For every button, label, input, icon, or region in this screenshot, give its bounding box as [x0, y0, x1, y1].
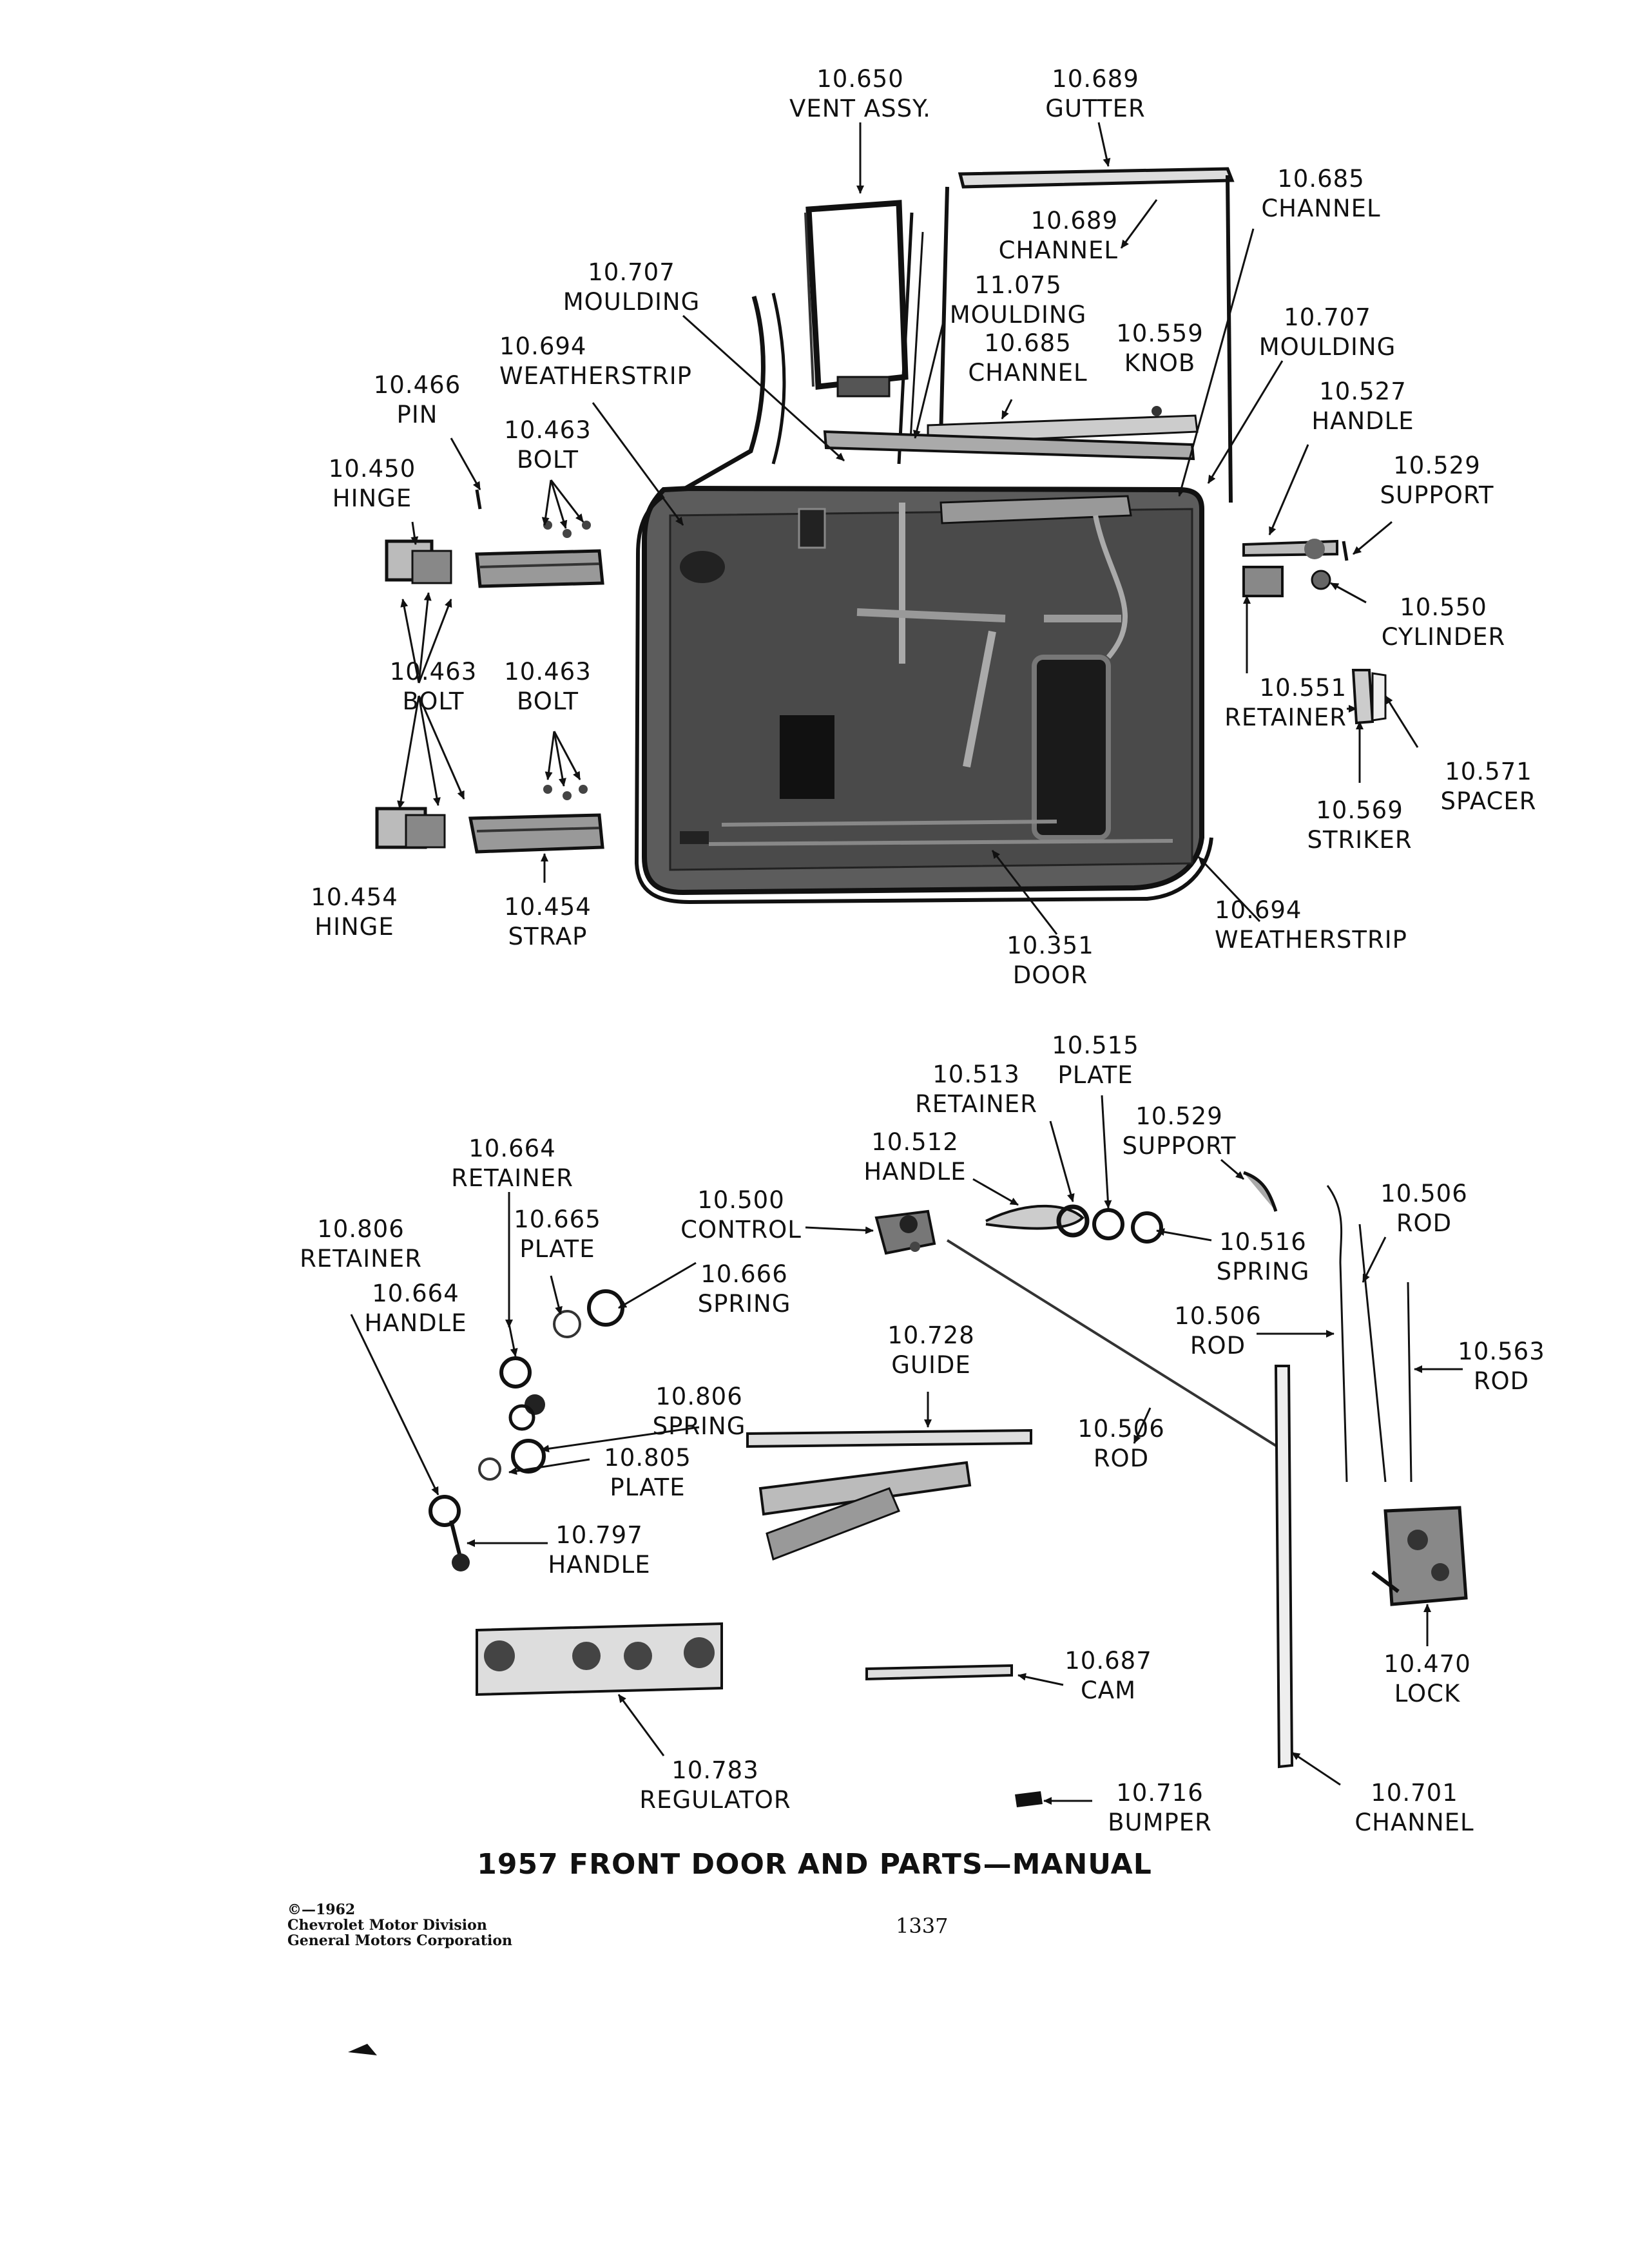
- door-lock-handle-drawing: [429, 1495, 470, 1571]
- window-handle-drawing: [499, 1356, 545, 1431]
- copyright-notice: ©—1962 Chevrolet Motor Division General …: [287, 1902, 512, 1948]
- scan-mark-drawing: [348, 2044, 377, 2055]
- lower-strap-drawing: [468, 813, 604, 854]
- striker-drawing: [1351, 669, 1387, 725]
- page-number: 1337: [896, 1914, 949, 1938]
- copyright-line: ©—1962: [287, 1901, 356, 1918]
- window-regulator-drawing: [476, 1461, 972, 1696]
- window-frame-drawing: [1226, 175, 1233, 503]
- upper-hinge-plate-drawing: [475, 549, 604, 588]
- door-lock-drawing: [1371, 1506, 1468, 1606]
- remote-control-drawing: [874, 1209, 936, 1255]
- cam-drawing: [865, 1664, 1013, 1681]
- copyright-line: General Motors Corporation: [287, 1932, 513, 1949]
- gutter-drawing: [958, 167, 1235, 189]
- figure-caption: 1957 FRONT DOOR AND PARTS—MANUAL: [477, 1848, 1152, 1881]
- door-body-drawing: [634, 485, 1213, 905]
- outside-handle-drawing: [1242, 539, 1338, 559]
- lower-hinge-drawing: [375, 785, 588, 849]
- vent-assy-drawing: [804, 200, 909, 398]
- rear-glass-channel-drawing: [1274, 1365, 1294, 1769]
- glass-guide-drawing: [746, 1428, 1032, 1448]
- bumper-drawing: [1015, 1791, 1043, 1807]
- copyright-line: Chevrolet Motor Division: [287, 1917, 487, 1934]
- upper-hinge-drawing: [385, 489, 591, 584]
